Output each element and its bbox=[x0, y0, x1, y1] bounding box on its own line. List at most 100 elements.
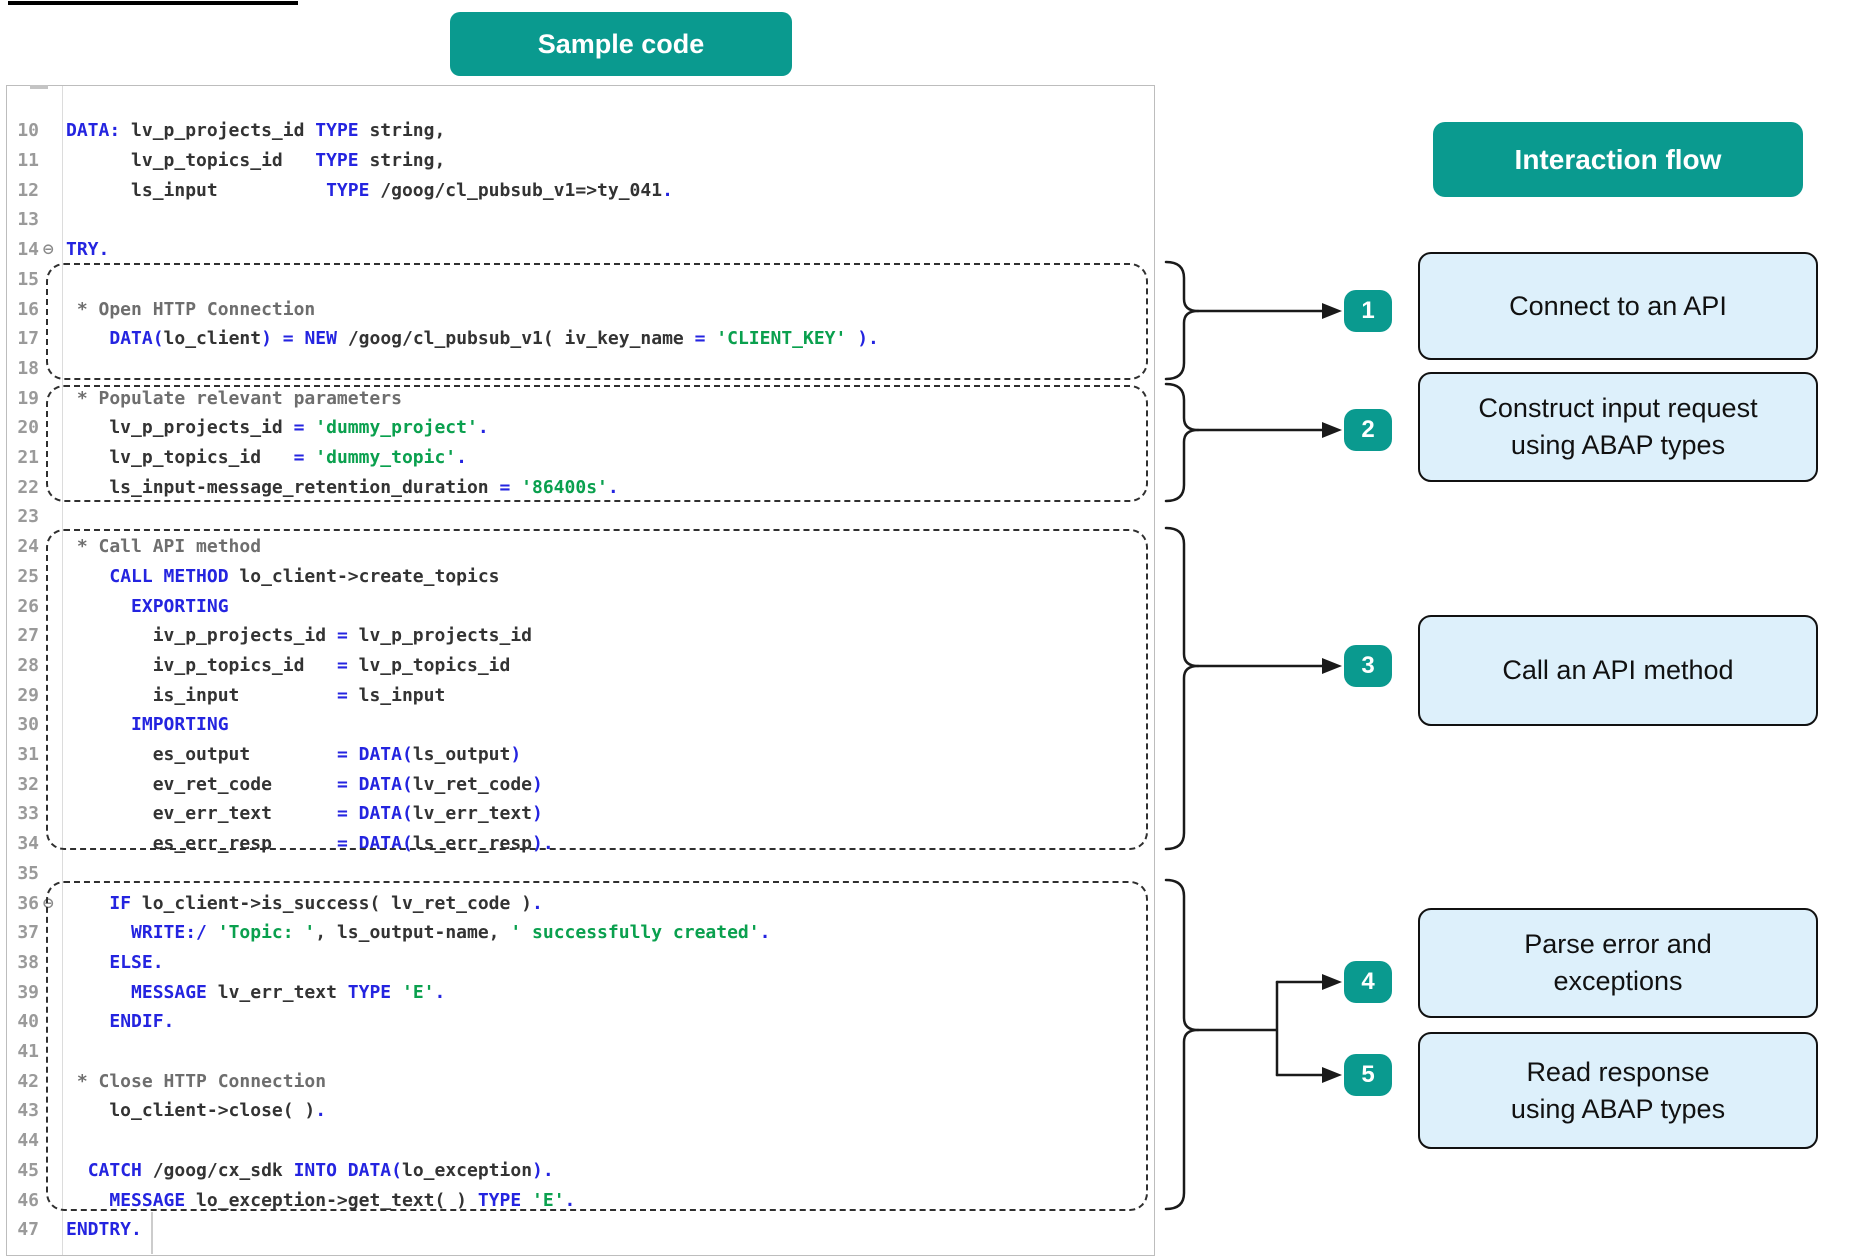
code-text: ls_input-message_retention_duration = '8… bbox=[66, 476, 619, 498]
flow-step-label: exceptions bbox=[1553, 966, 1683, 996]
code-text: CALL METHOD lo_client->create_topics bbox=[109, 565, 500, 587]
code-line-42: 42 * Close HTTP Connection bbox=[13, 1067, 326, 1097]
line-number: 31 bbox=[17, 744, 39, 765]
code-line-41: 41 bbox=[13, 1037, 66, 1067]
connector-4-5 bbox=[1196, 980, 1279, 1077]
line-number: 18 bbox=[17, 357, 39, 379]
line-number: 19 bbox=[17, 387, 39, 409]
line-number: 24 bbox=[17, 536, 39, 558]
brace-4 bbox=[1164, 878, 1200, 1211]
line-number: 25 bbox=[17, 565, 39, 587]
code-line-33: 33 ev_err_text = DATA(lv_err_text) bbox=[13, 799, 543, 829]
code-section-box-call-api bbox=[46, 529, 1148, 850]
code-line-14: 14⊖TRY. bbox=[13, 235, 109, 265]
code-line-15: 15 bbox=[13, 265, 66, 295]
code-line-38: 38 ELSE. bbox=[13, 948, 164, 978]
code-text: * Close HTTP Connection bbox=[66, 1070, 327, 1092]
line-number: 33 bbox=[17, 803, 39, 825]
line-number: 27 bbox=[17, 625, 39, 647]
line-number: 46 bbox=[17, 1189, 39, 1211]
step-number-badge-4: 4 bbox=[1344, 961, 1392, 1003]
code-line-44: 44 bbox=[13, 1126, 66, 1156]
line-number: 44 bbox=[17, 1130, 39, 1152]
line-number: 13 bbox=[17, 209, 39, 231]
code-line-43: 43 lo_client->close( ). bbox=[13, 1096, 326, 1126]
line-number: 45 bbox=[17, 1159, 39, 1181]
line-number: 41 bbox=[17, 1041, 39, 1062]
code-section-box-populate-parameters bbox=[46, 385, 1148, 502]
code-text: ev_ret_code = DATA(lv_ret_code) bbox=[66, 773, 543, 795]
code-text: ELSE. bbox=[109, 951, 164, 973]
code-text: es_output = DATA(ls_output) bbox=[66, 744, 522, 765]
line-number: 35 bbox=[17, 862, 39, 884]
code-line-29: 29 is_input = ls_input bbox=[13, 681, 445, 711]
code-line-19: 19 * Populate relevant parameters bbox=[13, 384, 402, 414]
flow-step-box-4: Parse error and exceptions bbox=[1418, 908, 1818, 1018]
code-text: * Call API method bbox=[66, 536, 262, 558]
panel-top-artifact bbox=[30, 85, 48, 89]
code-line-20: 20 lv_p_projects_id = 'dummy_project'. bbox=[13, 413, 488, 443]
line-number: 21 bbox=[17, 447, 39, 468]
line-number: 12 bbox=[17, 179, 39, 201]
code-line-22: 22 ls_input-message_retention_duration =… bbox=[13, 473, 619, 503]
code-line-31: 31 es_output = DATA(ls_output) bbox=[13, 740, 521, 770]
gutter-separator bbox=[62, 86, 63, 1255]
code-text: DATA: lv_p_projects_id TYPE string, bbox=[66, 120, 446, 142]
step-number-badge-1: 1 bbox=[1344, 290, 1392, 332]
code-text: IMPORTING bbox=[131, 714, 229, 736]
code-text: DATA(lo_client) = NEW /goog/cl_pubsub_v1… bbox=[109, 328, 879, 350]
code-text: MESSAGE lv_err_text TYPE 'E'. bbox=[131, 981, 446, 1003]
line-number: 26 bbox=[17, 595, 39, 617]
code-line-18: 18 bbox=[13, 354, 66, 384]
line-number: 30 bbox=[17, 714, 39, 736]
brace-2 bbox=[1164, 382, 1200, 503]
line-number: 11 bbox=[17, 150, 39, 171]
code-text: is_input = ls_input bbox=[66, 684, 446, 706]
code-line-24: 24 * Call API method bbox=[13, 532, 261, 562]
code-text: * Open HTTP Connection bbox=[66, 298, 316, 320]
code-text: lv_p_topics_id = 'dummy_topic'. bbox=[66, 447, 467, 468]
arrow-3-head bbox=[1322, 658, 1342, 674]
code-line-46: 46 MESSAGE lo_exception->get_text( ) TYP… bbox=[13, 1186, 575, 1216]
code-text: EXPORTING bbox=[131, 595, 229, 617]
flow-step-label: Read response bbox=[1526, 1056, 1710, 1087]
line-number: 36 bbox=[17, 892, 39, 914]
interaction-flow-badge: Interaction flow bbox=[1433, 122, 1803, 197]
line-number: 34 bbox=[17, 833, 39, 855]
line-number: 40 bbox=[17, 1011, 39, 1033]
code-text: WRITE:/ 'Topic: ', ls_output-name, ' suc… bbox=[131, 922, 771, 944]
code-text: CATCH /goog/cx_sdk INTO DATA(lo_exceptio… bbox=[87, 1159, 554, 1181]
arrow-2-head bbox=[1322, 422, 1342, 438]
code-line-25: 25 CALL METHOD lo_client->create_topics bbox=[13, 562, 500, 592]
code-line-32: 32 ev_ret_code = DATA(lv_ret_code) bbox=[13, 770, 543, 800]
step-number-badge-3: 3 bbox=[1344, 645, 1392, 687]
line-number: 23 bbox=[17, 506, 39, 528]
sample-code-label: Sample code bbox=[537, 28, 705, 59]
arrow-5-head bbox=[1322, 1067, 1342, 1083]
line-number: 37 bbox=[17, 922, 39, 944]
code-text: iv_p_projects_id = lv_p_projects_id bbox=[66, 625, 533, 647]
line-number: 39 bbox=[17, 981, 39, 1003]
flow-step-label: Parse error and bbox=[1524, 929, 1712, 959]
line-number: 47 bbox=[17, 1219, 39, 1241]
code-line-26: 26 EXPORTING bbox=[13, 592, 229, 622]
top-left-rule bbox=[8, 1, 298, 5]
line-number: 14 bbox=[17, 239, 39, 261]
step-number-badge-2: 2 bbox=[1344, 409, 1392, 451]
code-text: ENDIF. bbox=[109, 1011, 175, 1033]
code-text: IF lo_client->is_success( lv_ret_code ). bbox=[109, 892, 543, 914]
line-number: 28 bbox=[17, 654, 39, 676]
flow-step-label: Call an API method bbox=[1502, 655, 1734, 685]
code-section-box-handle-response bbox=[46, 881, 1148, 1211]
sample-code-badge: Sample code bbox=[450, 12, 792, 76]
line-number: 16 bbox=[17, 298, 39, 320]
panel-bottom-artifact bbox=[151, 1212, 153, 1254]
fold-collapse-icon[interactable]: ⊖ bbox=[42, 240, 55, 259]
line-number: 42 bbox=[17, 1070, 39, 1092]
